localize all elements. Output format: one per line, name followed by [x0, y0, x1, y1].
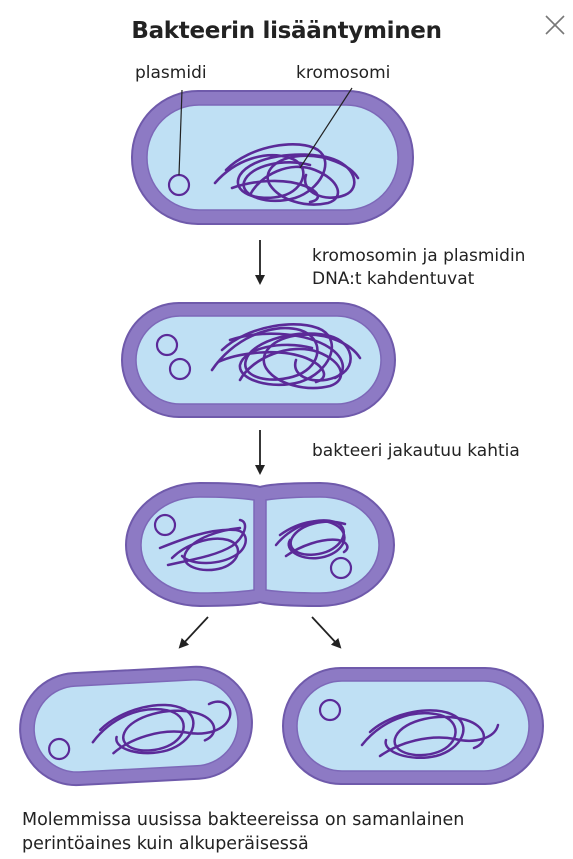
plasmid	[331, 558, 351, 578]
caption-line2: perintöaines kuin alkuperäisessä	[22, 832, 562, 856]
caption-line1: Molemmissa uusissa bakteereissa on saman…	[22, 808, 562, 832]
plasmid	[155, 515, 175, 535]
daughter-bacterium-left	[17, 664, 255, 788]
plasmid	[49, 738, 70, 759]
plasmid	[320, 700, 340, 720]
diagram-caption: Molemmissa uusissa bakteereissa on saman…	[22, 808, 562, 856]
label-plasmid: plasmidi	[135, 62, 207, 84]
plasmid	[169, 175, 189, 195]
arrow-right-down	[312, 617, 338, 645]
step1-text-line2: DNA:t kahdentuvat	[312, 268, 474, 290]
bacterium-dividing	[126, 483, 394, 606]
plasmid	[157, 335, 177, 355]
step1-text-line1: kromosomin ja plasmidin	[312, 245, 525, 267]
arrow-left-down	[182, 617, 208, 645]
step2-text: bakteeri jakautuu kahtia	[312, 440, 520, 462]
bacterium-duplicated	[122, 303, 395, 417]
daughter-bacterium-right	[283, 668, 543, 784]
label-chromosome: kromosomi	[296, 62, 390, 84]
bacterium-original	[132, 91, 413, 224]
plasmid	[170, 359, 190, 379]
